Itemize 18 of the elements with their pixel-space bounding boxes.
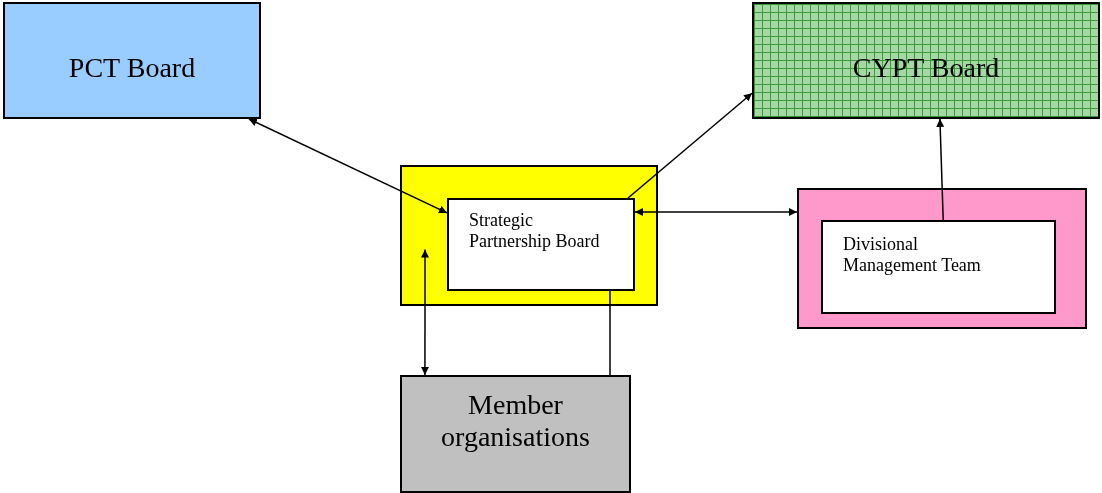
- board-box: [752, 2, 1100, 119]
- outer-frame: [797, 188, 1087, 329]
- team-box: [821, 220, 1056, 314]
- arrow: [420, 248, 429, 376]
- arrow: [248, 118, 448, 214]
- board-box: [447, 198, 635, 291]
- organisations-box: [400, 375, 631, 493]
- outer-frame: [400, 165, 658, 306]
- arrow: [936, 118, 945, 221]
- node-label: CYPT Board: [851, 51, 1001, 85]
- node-label: Member organisations: [440, 388, 591, 454]
- arrow: [634, 207, 798, 216]
- board-box: [3, 2, 261, 119]
- node-label: Divisional Management Team: [842, 233, 982, 276]
- arrow: [627, 92, 753, 199]
- node-label: Strategic Partnership Board: [468, 209, 601, 252]
- node-label: PCT Board: [67, 51, 197, 85]
- connector-line: [609, 290, 611, 376]
